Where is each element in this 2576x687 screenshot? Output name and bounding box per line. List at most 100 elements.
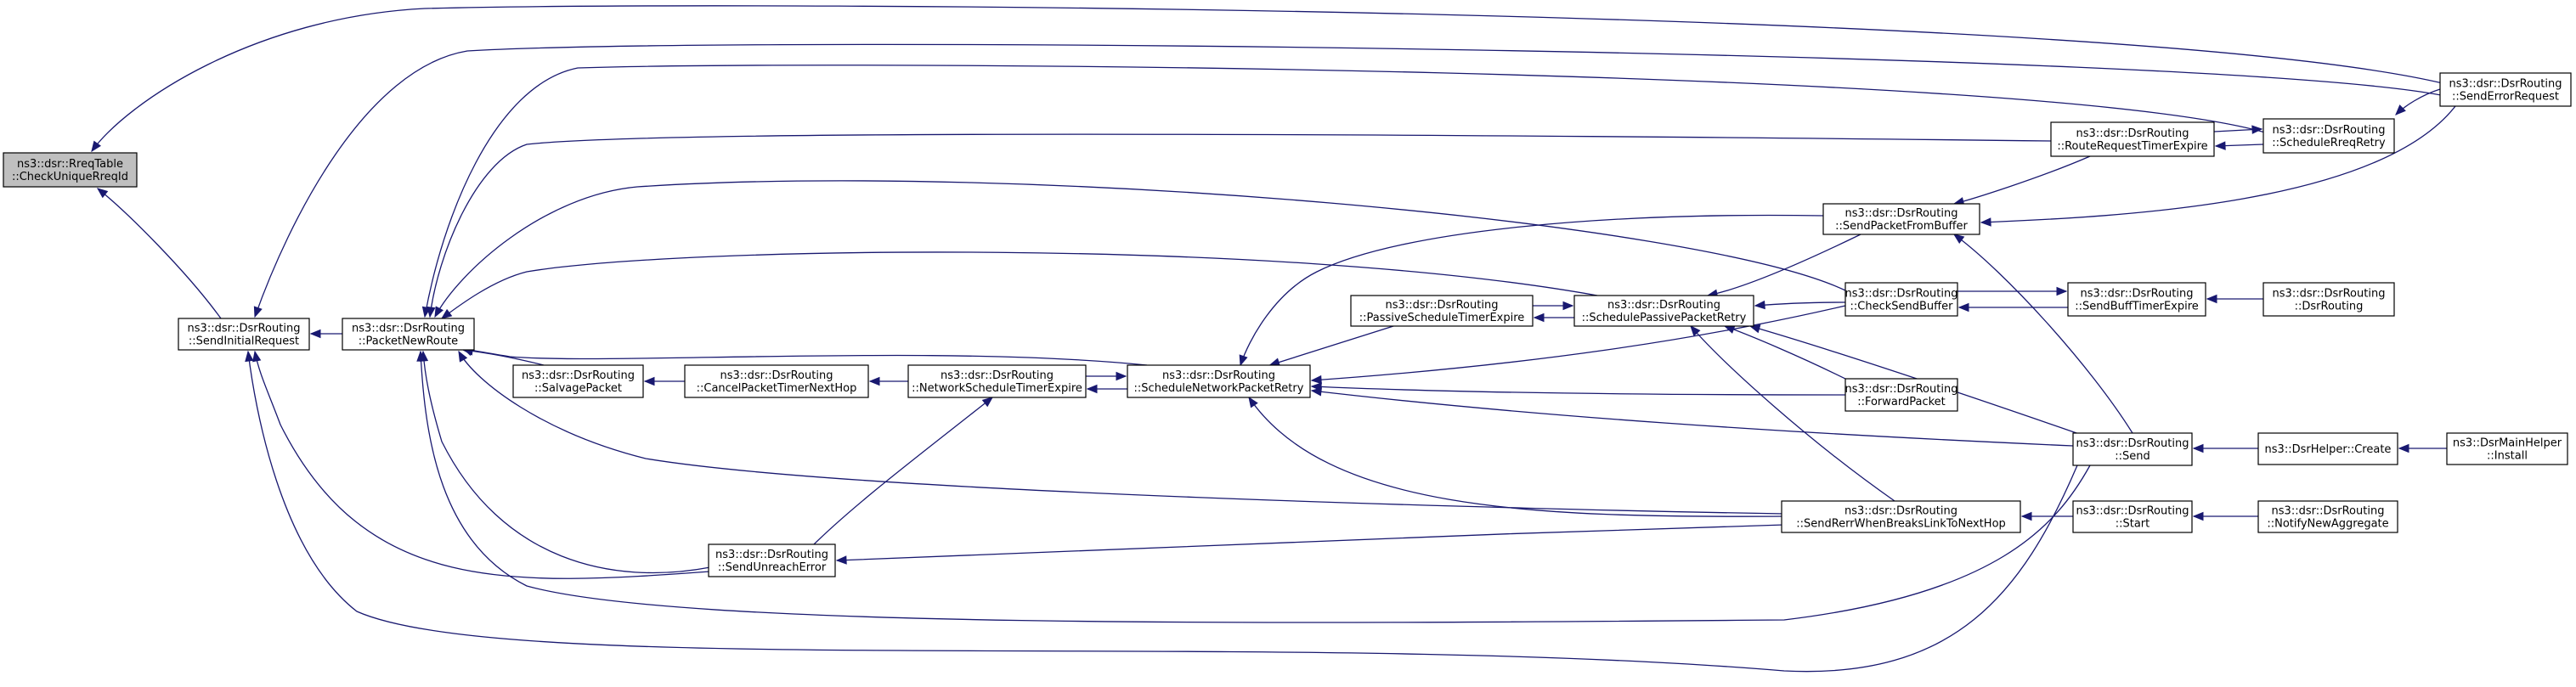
node-label-line: ::ForwardPacket: [1857, 396, 1946, 408]
node-passiveScheduleTimerExpire[interactable]: ns3::dsr::DsrRouting::PassiveScheduleTim…: [1350, 295, 1534, 327]
edge-line: [429, 133, 2053, 318]
edge-start-to-sendRerrWhenBreaks: [2020, 511, 2073, 521]
edge-packetNewRoute-to-sendInitialRequest: [309, 329, 342, 339]
node-label-line: ::PacketNewRoute: [359, 335, 458, 348]
edge-line: [1707, 234, 1861, 296]
node-label-line: ::SendPacketFromBuffer: [1835, 220, 1968, 233]
node-box: [2262, 282, 2395, 317]
node-label-line: ns3::dsr::DsrRouting: [352, 323, 465, 335]
edge-networkScheduleTimerExpire-to-cancelPacketTimer: [868, 376, 908, 386]
edge-line: [1953, 234, 2133, 434]
node-box: [1844, 282, 1958, 317]
node-label-line: ::RouteRequestTimerExpire: [2057, 140, 2207, 153]
node-scheduleRreqRetry[interactable]: ns3::dsr::DsrRouting::ScheduleRreqRetry: [2262, 118, 2395, 154]
edge-arrowhead: [96, 188, 109, 199]
edge-arrowhead: [2214, 141, 2226, 150]
node-label-line: ns3::dsr::DsrRouting: [2076, 437, 2189, 450]
node-label-line: ns3::dsr::DsrRouting: [715, 549, 828, 561]
node-routeRequestTimerExpire[interactable]: ns3::dsr::DsrRouting::RouteRequestTimerE…: [2050, 121, 2215, 157]
node-box: [907, 364, 1087, 398]
node-sendInitialRequest[interactable]: ns3::dsr::DsrRouting::SendInitialRequest: [178, 318, 310, 351]
node-sendErrorRequest[interactable]: ns3::dsr::DsrRouting::SendErrorRequest: [2439, 72, 2572, 107]
node-sendBuffTimerExpire[interactable]: ns3::dsr::DsrRouting::SendBuffTimerExpir…: [2067, 282, 2206, 317]
edge-line: [1311, 386, 1846, 396]
node-salvagePacket[interactable]: ns3::dsr::DsrRouting::SalvagePacket: [512, 364, 644, 398]
node-sendRerrWhenBreaks[interactable]: ns3::dsr::DsrRouting::SendRerrWhenBreaks…: [1781, 500, 2021, 533]
edge-sendErrorRequest-to-sendInitialRequest: [253, 43, 2442, 318]
node-networkScheduleTimerExpire[interactable]: ns3::dsr::DsrRouting::NetworkScheduleTim…: [907, 364, 1087, 398]
node-label-line: ns3::dsr::DsrRouting: [1162, 369, 1275, 382]
node-label-line: ::ScheduleRreqRetry: [2272, 137, 2386, 149]
node-label-line: ns3::dsr::DsrRouting: [522, 369, 635, 382]
node-sendUnreachError[interactable]: ns3::dsr::DsrRouting::SendUnreachError: [708, 543, 836, 577]
edge-networkScheduleTimerExpire-to-scheduleNetworkPacketRetry: [1086, 371, 1127, 381]
node-label-line: ::SalvagePacket: [534, 382, 622, 395]
edge-line: [1953, 155, 2091, 205]
edge-arrowhead: [835, 555, 847, 565]
edge-salvagePacket-to-packetNewRoute: [461, 346, 545, 366]
edge-checkSendBuffer-to-packetNewRoute: [434, 180, 1846, 318]
node-box: [2072, 432, 2193, 466]
node-notifyNewAggregate[interactable]: ns3::dsr::DsrRouting::NotifyNewAggregate: [2257, 500, 2398, 533]
edge-sendBuffTimerExpire-to-checkSendBuffer: [1957, 302, 2068, 313]
edge-arrowhead: [427, 306, 436, 318]
node-scheduleNetworkPacketRetry[interactable]: ns3::dsr::DsrRouting::ScheduleNetworkPac…: [1127, 364, 1311, 398]
edge-routeRequestTimerExpire-to-sendPacketFromBuffer: [1952, 155, 2091, 206]
edge-arrowhead: [981, 397, 994, 408]
edge-arrowhead: [309, 329, 321, 339]
edge-arrowhead: [1957, 302, 1969, 313]
edge-line: [434, 180, 1846, 318]
node-dsrMainHelperInstall[interactable]: ns3::DsrMainHelper::Install: [2446, 432, 2568, 465]
edge-arrowhead: [2395, 104, 2406, 115]
node-label-line: ::CheckSendBuffer: [1850, 301, 1954, 313]
edge-arrowhead: [434, 306, 443, 318]
node-label-line: ::NetworkScheduleTimerExpire: [912, 382, 1082, 395]
edge-arrowhead: [1310, 374, 1322, 385]
edge-send-to-sendInitialRequest: [245, 350, 2078, 673]
node-send[interactable]: ns3::dsr::DsrRouting::Send: [2072, 432, 2193, 466]
node-dsrRoutingCtor[interactable]: ns3::dsr::DsrRouting::DsrRouting: [2262, 282, 2395, 317]
edge-arrowhead: [1690, 325, 1701, 337]
edge-send-to-packetNewRoute: [416, 350, 2091, 623]
node-forwardPacket[interactable]: ns3::dsr::DsrRouting::ForwardPacket: [1844, 378, 1958, 412]
node-label-line: ::Start: [2116, 518, 2150, 531]
node-sendPacketFromBuffer[interactable]: ns3::dsr::DsrRouting::SendPacketFromBuff…: [1822, 203, 1980, 235]
edge-arrowhead: [245, 350, 254, 363]
node-box: [2050, 121, 2215, 157]
node-label-line: ::CheckUniqueRreqId: [12, 171, 128, 183]
node-root: ns3::dsr::RreqTable::CheckUniqueRreqId: [3, 152, 138, 188]
edge-arrowhead: [1952, 234, 1965, 244]
node-box: [684, 364, 869, 398]
edge-schedulePassivePacketRetry-to-passiveScheduleTimerExpire: [1533, 313, 1574, 323]
edge-arrowhead: [643, 376, 655, 386]
edge-sendUnreachError-to-networkScheduleTimerExpire: [813, 397, 994, 545]
node-label-line: ns3::dsr::DsrRouting: [2273, 288, 2386, 301]
node-box: [2262, 118, 2395, 154]
edge-sendPacketFromBuffer-to-schedulePassivePacketRetry: [1706, 234, 1861, 298]
node-box: [2072, 500, 2193, 533]
node-schedulePassivePacketRetry[interactable]: ns3::dsr::DsrRouting::SchedulePassivePac…: [1573, 295, 1754, 327]
edge-line: [441, 251, 1598, 319]
node-box: [2439, 72, 2572, 107]
node-label-line: ns3::dsr::DsrRouting: [2273, 124, 2386, 137]
node-label-line: ns3::dsr::DsrRouting: [188, 323, 301, 335]
node-box: [1781, 500, 2021, 533]
node-label-line: ns3::dsr::RreqTable: [17, 158, 123, 171]
node-box: [342, 318, 475, 351]
node-packetNewRoute[interactable]: ns3::dsr::DsrRouting::PacketNewRoute: [342, 318, 475, 351]
node-dsrHelperCreate[interactable]: ns3::DsrHelper::Create: [2257, 432, 2398, 465]
edge-checkSendBuffer-to-scheduleNetworkPacketRetry: [1310, 305, 1846, 385]
edge-arrowhead: [1310, 387, 1322, 397]
edge-arrowhead: [2206, 294, 2217, 304]
node-box: [1573, 295, 1754, 327]
edge-sendErrorRequest-to-scheduleRreqRetry: [2395, 88, 2441, 115]
node-start[interactable]: ns3::dsr::DsrRouting::Start: [2072, 500, 2193, 533]
edge-line: [1980, 105, 2456, 223]
edge-arrowhead: [1086, 384, 1098, 394]
edge-sendRerrWhenBreaks-to-schedulePassivePacketRetry: [1690, 325, 1895, 502]
edge-arrowhead: [1533, 313, 1545, 323]
node-checkSendBuffer[interactable]: ns3::dsr::DsrRouting::CheckSendBuffer: [1844, 282, 1958, 317]
node-label-line: ns3::dsr::DsrRouting: [1845, 207, 1958, 220]
node-cancelPacketTimer[interactable]: ns3::dsr::DsrRouting::CancelPacketTimerN…: [684, 364, 869, 398]
